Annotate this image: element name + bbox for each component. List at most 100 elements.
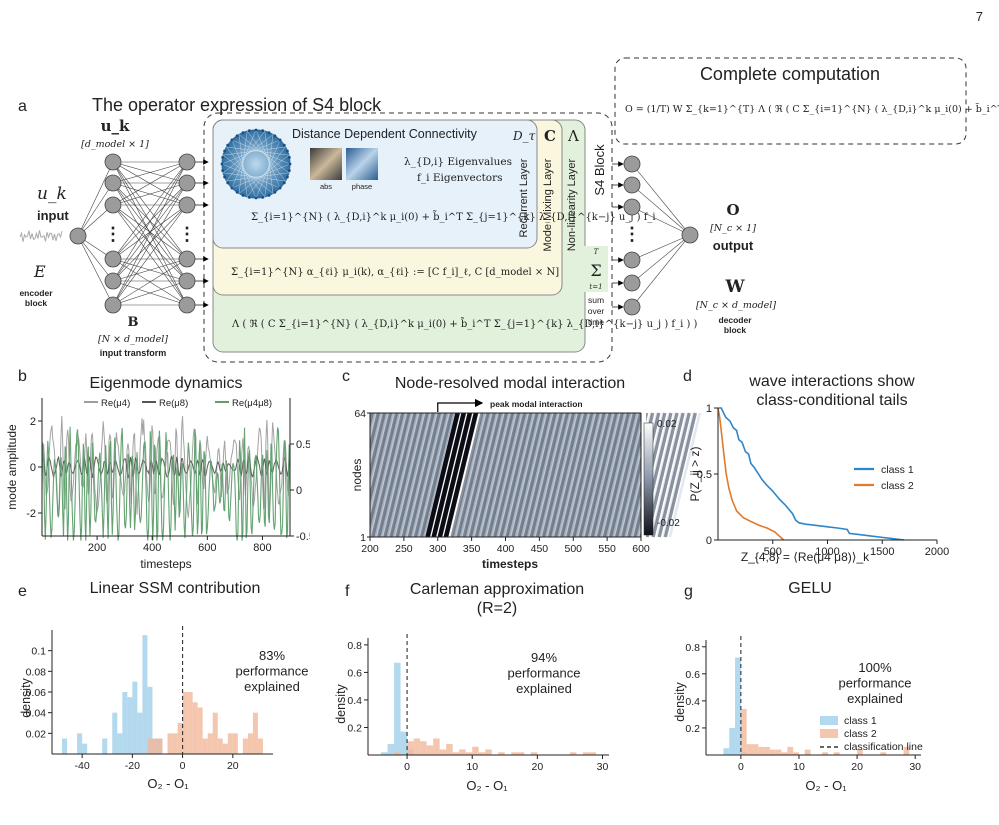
- Lambda-symbol: Λ: [567, 127, 579, 145]
- y-tick-label-right: 0.5: [296, 439, 311, 451]
- connectivity-edge: [231, 129, 257, 189]
- histogram-bar: [781, 752, 788, 755]
- panel-letter-f: f: [345, 583, 350, 600]
- connectivity-node: [221, 169, 225, 173]
- connectivity-edge: [231, 139, 257, 199]
- histogram-bar: [232, 733, 238, 754]
- annotation-text: 94%: [531, 650, 557, 665]
- histogram-bar: [511, 752, 518, 755]
- decoder-edge: [631, 206, 691, 236]
- heatmap-stripe-dark: [602, 412, 636, 538]
- histogram-bar: [112, 712, 118, 754]
- heatmap-stripe-dark: [487, 412, 521, 538]
- sum-symbol: Σ: [590, 261, 601, 280]
- encoder-block-label: encoder: [19, 288, 53, 298]
- annotation-text: performance: [236, 664, 309, 679]
- connectivity-node: [247, 195, 251, 199]
- network-node: [623, 274, 641, 292]
- x-tick-label: 400: [497, 543, 515, 555]
- encoder-edge: [77, 182, 114, 237]
- mode-mixing-formula: Σ_{i=1}^{N} α_{ℓi} μ_i(k), α_{ℓi} := [C …: [231, 267, 559, 278]
- page-number: 7: [976, 9, 983, 24]
- x-tick-label: 500: [764, 546, 782, 558]
- y-tick-label: 2: [30, 416, 36, 428]
- series-line: [717, 407, 785, 541]
- network-node: [623, 298, 641, 316]
- x-tick-label: 1500: [870, 546, 894, 558]
- y-axis-label: mode amplitude: [5, 424, 19, 510]
- annotation-text: explained: [847, 691, 903, 706]
- x-tick-label: 20: [851, 761, 863, 773]
- sum-over-time-label: time: [588, 317, 604, 327]
- connectivity-edge: [247, 131, 286, 182]
- connectivity-edge: [264, 134, 274, 197]
- B-symbol: B: [128, 315, 139, 330]
- transform-edge: [112, 161, 188, 184]
- y-tick-label-right: 0: [296, 485, 302, 497]
- network-node: [178, 250, 196, 268]
- histogram-bar: [426, 745, 434, 755]
- heatmap-stripe-dark: [535, 412, 569, 538]
- y-tick-label: 0.2: [685, 723, 700, 735]
- transform-edge: [112, 258, 188, 306]
- histogram-bar: [142, 635, 148, 754]
- x-tick-label: 600: [632, 543, 650, 555]
- histogram-bar: [197, 707, 203, 754]
- connectivity-node: [267, 131, 271, 134]
- chart-title: GELU: [788, 580, 832, 597]
- x-tick-label: 10: [793, 761, 805, 773]
- x-tick-label: 0: [180, 760, 186, 772]
- histogram-bar: [227, 733, 233, 754]
- connectivity-node: [221, 155, 225, 159]
- histogram-bar: [187, 692, 193, 754]
- heatmap-stripe-dark: [566, 412, 600, 538]
- annotation-text: peak modal interaction: [490, 399, 583, 409]
- panel-letter-d: d: [683, 368, 692, 385]
- x-axis-label: O₂ - O₁: [147, 776, 189, 791]
- connectivity-edge: [238, 134, 289, 173]
- histogram-bar: [387, 743, 395, 755]
- recurrent-formula: Σ_{i=1}^{N} ( λ_{D,i}^k μ_i(0) + b̃_i^T …: [251, 210, 656, 223]
- heatmap-stripe-dark: [499, 412, 533, 538]
- heatmap-stripe-dark: [523, 412, 557, 538]
- histogram-bar: [530, 752, 538, 755]
- connectivity-node: [230, 186, 234, 190]
- histogram-bar: [793, 752, 799, 755]
- heatmap-stripe-dark: [541, 412, 575, 538]
- heatmap-stripe-dark: [560, 412, 594, 538]
- heatmap-mask-right: [641, 410, 646, 540]
- decoder-edge: [631, 163, 691, 236]
- heatmap-stripe-dark: [371, 412, 405, 538]
- histogram-bar: [729, 727, 736, 755]
- ellipsis: ⋮: [623, 224, 641, 244]
- y-tick-label: 0.8: [347, 640, 362, 652]
- complete-formula: O = (1/T) W Σ_{k=1}^{T} Λ ( ℜ ( C Σ_{i=1…: [625, 102, 999, 115]
- D-tau-symbol: D_τ: [512, 129, 536, 143]
- annotation-text: explained: [244, 679, 300, 694]
- connectivity-node: [220, 162, 224, 166]
- O-symbol: O: [726, 201, 739, 219]
- connectivity-node: [247, 129, 251, 133]
- network-node: [178, 174, 196, 192]
- ddc-title: Distance Dependent Connectivity: [292, 127, 478, 141]
- x-tick-label: 200: [88, 542, 106, 554]
- decoder-edge: [631, 184, 691, 236]
- network-node: [69, 227, 87, 245]
- y-tick-label: 0.8: [685, 642, 700, 654]
- ellipsis: ⋮: [104, 224, 122, 244]
- connectivity-edge: [247, 146, 286, 197]
- heatmap-stripe-dark: [468, 412, 502, 538]
- histogram-bar: [192, 702, 198, 754]
- connectivity-edge: [264, 131, 274, 194]
- connectivity-node: [223, 175, 226, 179]
- histogram-bar: [152, 738, 158, 754]
- input-transform-label: input transform: [100, 348, 167, 358]
- sum-upper-limit: T: [594, 248, 600, 256]
- annotation-text: performance: [839, 676, 912, 691]
- y-tick-label: 0.5: [697, 469, 712, 481]
- network-node: [178, 272, 196, 290]
- transform-edge: [112, 161, 188, 306]
- y-axis-label: nodes: [350, 459, 364, 492]
- connectivity-edge: [238, 134, 248, 197]
- heatmap-stripe-dark: [480, 412, 515, 538]
